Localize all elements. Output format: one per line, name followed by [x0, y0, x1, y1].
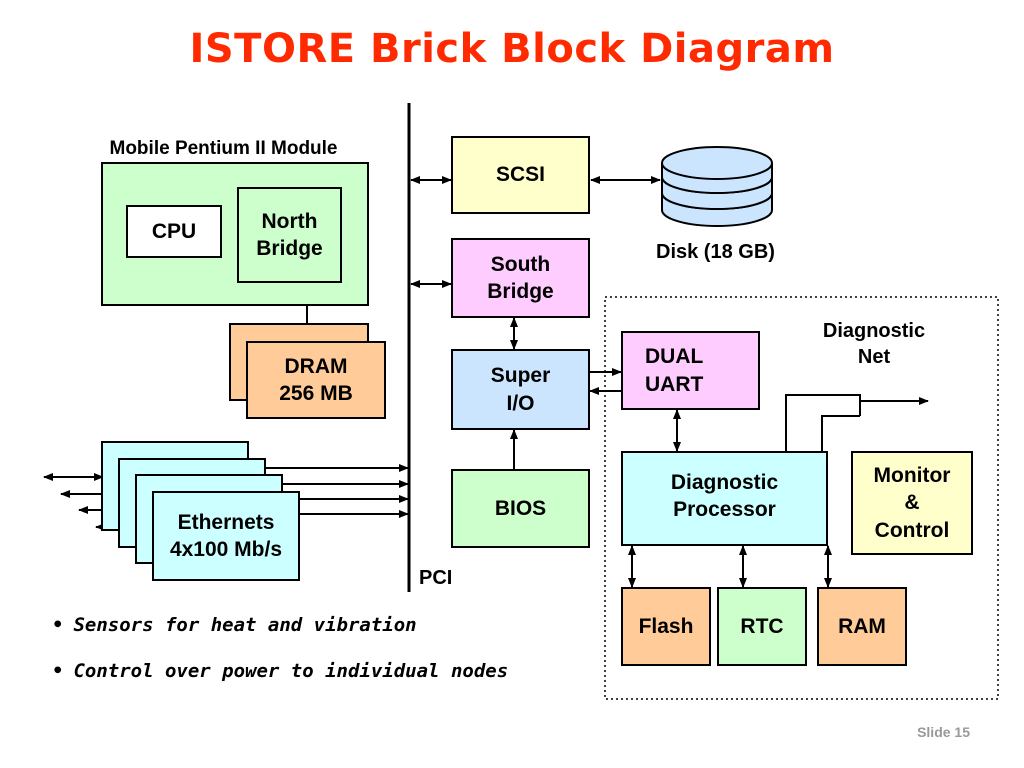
diagnostic-processor-line1: Diagnostic — [670, 471, 779, 494]
module-label: Mobile Pentium II Module — [109, 138, 338, 159]
pci-label: PCI — [419, 567, 453, 589]
super-io-line1: Super — [490, 364, 551, 388]
ethernet-box: Ethernets 4x100 Mb/s — [152, 491, 300, 581]
monitor-control-line1: Monitor — [873, 464, 951, 488]
diagnostic-net-line-2 — [821, 415, 860, 451]
diagnostic-net-line2: Net — [857, 346, 891, 368]
north-bridge-line2: Bridge — [256, 237, 323, 260]
diagnostic-net-label: Diagnostic Net — [800, 318, 948, 370]
dual-uart-line2: UART — [645, 372, 704, 396]
super-io-line2: I/O — [506, 391, 535, 415]
south-bridge-line1: South — [490, 252, 551, 276]
south-bridge-line2: Bridge — [487, 280, 554, 303]
ethernet-line1: Ethernets — [177, 510, 275, 534]
scsi-box: SCSI — [451, 136, 590, 214]
diagnostic-net-line-1 — [785, 394, 861, 451]
bullet-item-1: Sensors for heat and vibration — [52, 614, 416, 636]
dram-line2: 256 MB — [279, 382, 353, 405]
diagnostic-region — [604, 296, 999, 700]
flash-box: Flash — [621, 587, 711, 666]
dual-uart-line1: DUAL — [645, 345, 704, 369]
monitor-control-line2: & — [904, 491, 920, 515]
cpu-box: CPU — [126, 205, 222, 258]
rtc-box: RTC — [717, 587, 807, 666]
monitor-control-line3: Control — [874, 518, 950, 542]
disk-label: Disk (18 GB) — [656, 241, 775, 263]
monitor-control-box: Monitor & Control — [851, 451, 973, 555]
dram-box: DRAM 256 MB — [246, 341, 386, 419]
slide-number: Slide 15 — [917, 724, 970, 740]
north-bridge-line1: North — [261, 209, 318, 233]
ram-box: RAM — [817, 587, 907, 666]
dram-line1: DRAM — [284, 354, 348, 378]
diagnostic-processor-line2: Processor — [673, 498, 776, 522]
slide-title: ISTORE Brick Block Diagram — [189, 26, 835, 72]
bullet-item-2: Control over power to individual nodes — [52, 660, 508, 682]
disk-icon — [661, 146, 773, 227]
ethernet-line2: 4x100 Mb/s — [169, 538, 283, 561]
dual-uart-box: DUAL UART — [621, 331, 760, 410]
bios-box: BIOS — [451, 469, 590, 548]
diagnostic-net-line1: Diagnostic — [822, 320, 926, 342]
